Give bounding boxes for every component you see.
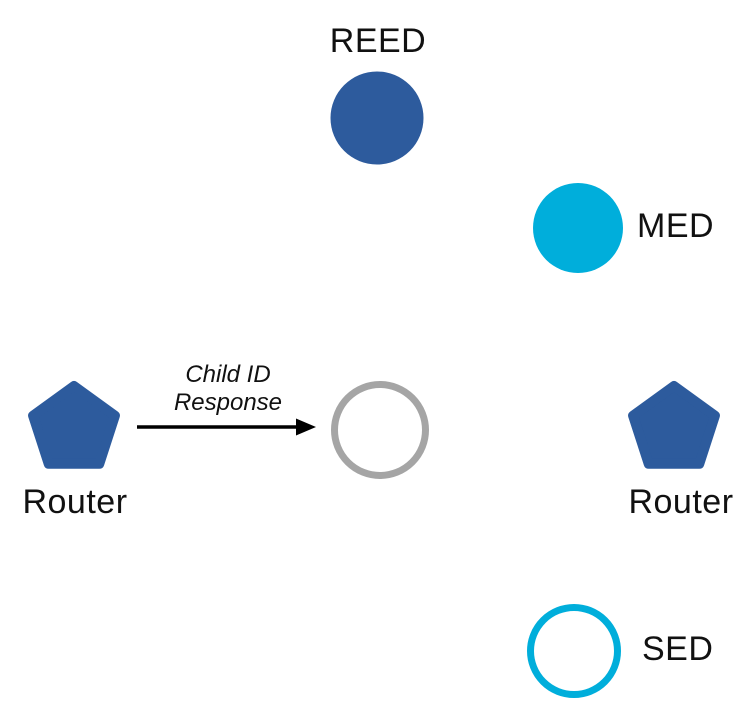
child-id-response-arrow	[137, 418, 316, 436]
edge-label-line2: Response	[173, 389, 283, 416]
reed-node-circle	[330, 71, 424, 165]
med-node-circle	[533, 183, 623, 273]
router-left-node-label: Router	[22, 483, 128, 522]
child-id-response-edge-label: Child ID Response	[174, 361, 282, 417]
router-right-node-label: Router	[628, 483, 734, 522]
sed-node-label: SED	[642, 630, 714, 669]
router-left-pentagon-icon	[28, 381, 120, 469]
reed-node-label: REED	[329, 22, 427, 60]
joining-child-node-circle	[331, 381, 429, 479]
edge-label-line1: Child ID	[185, 361, 271, 388]
arrow-head-icon	[296, 418, 316, 436]
router-right-pentagon-icon	[628, 381, 720, 469]
med-node-label: MED	[637, 207, 715, 246]
sed-node-circle	[527, 604, 621, 698]
